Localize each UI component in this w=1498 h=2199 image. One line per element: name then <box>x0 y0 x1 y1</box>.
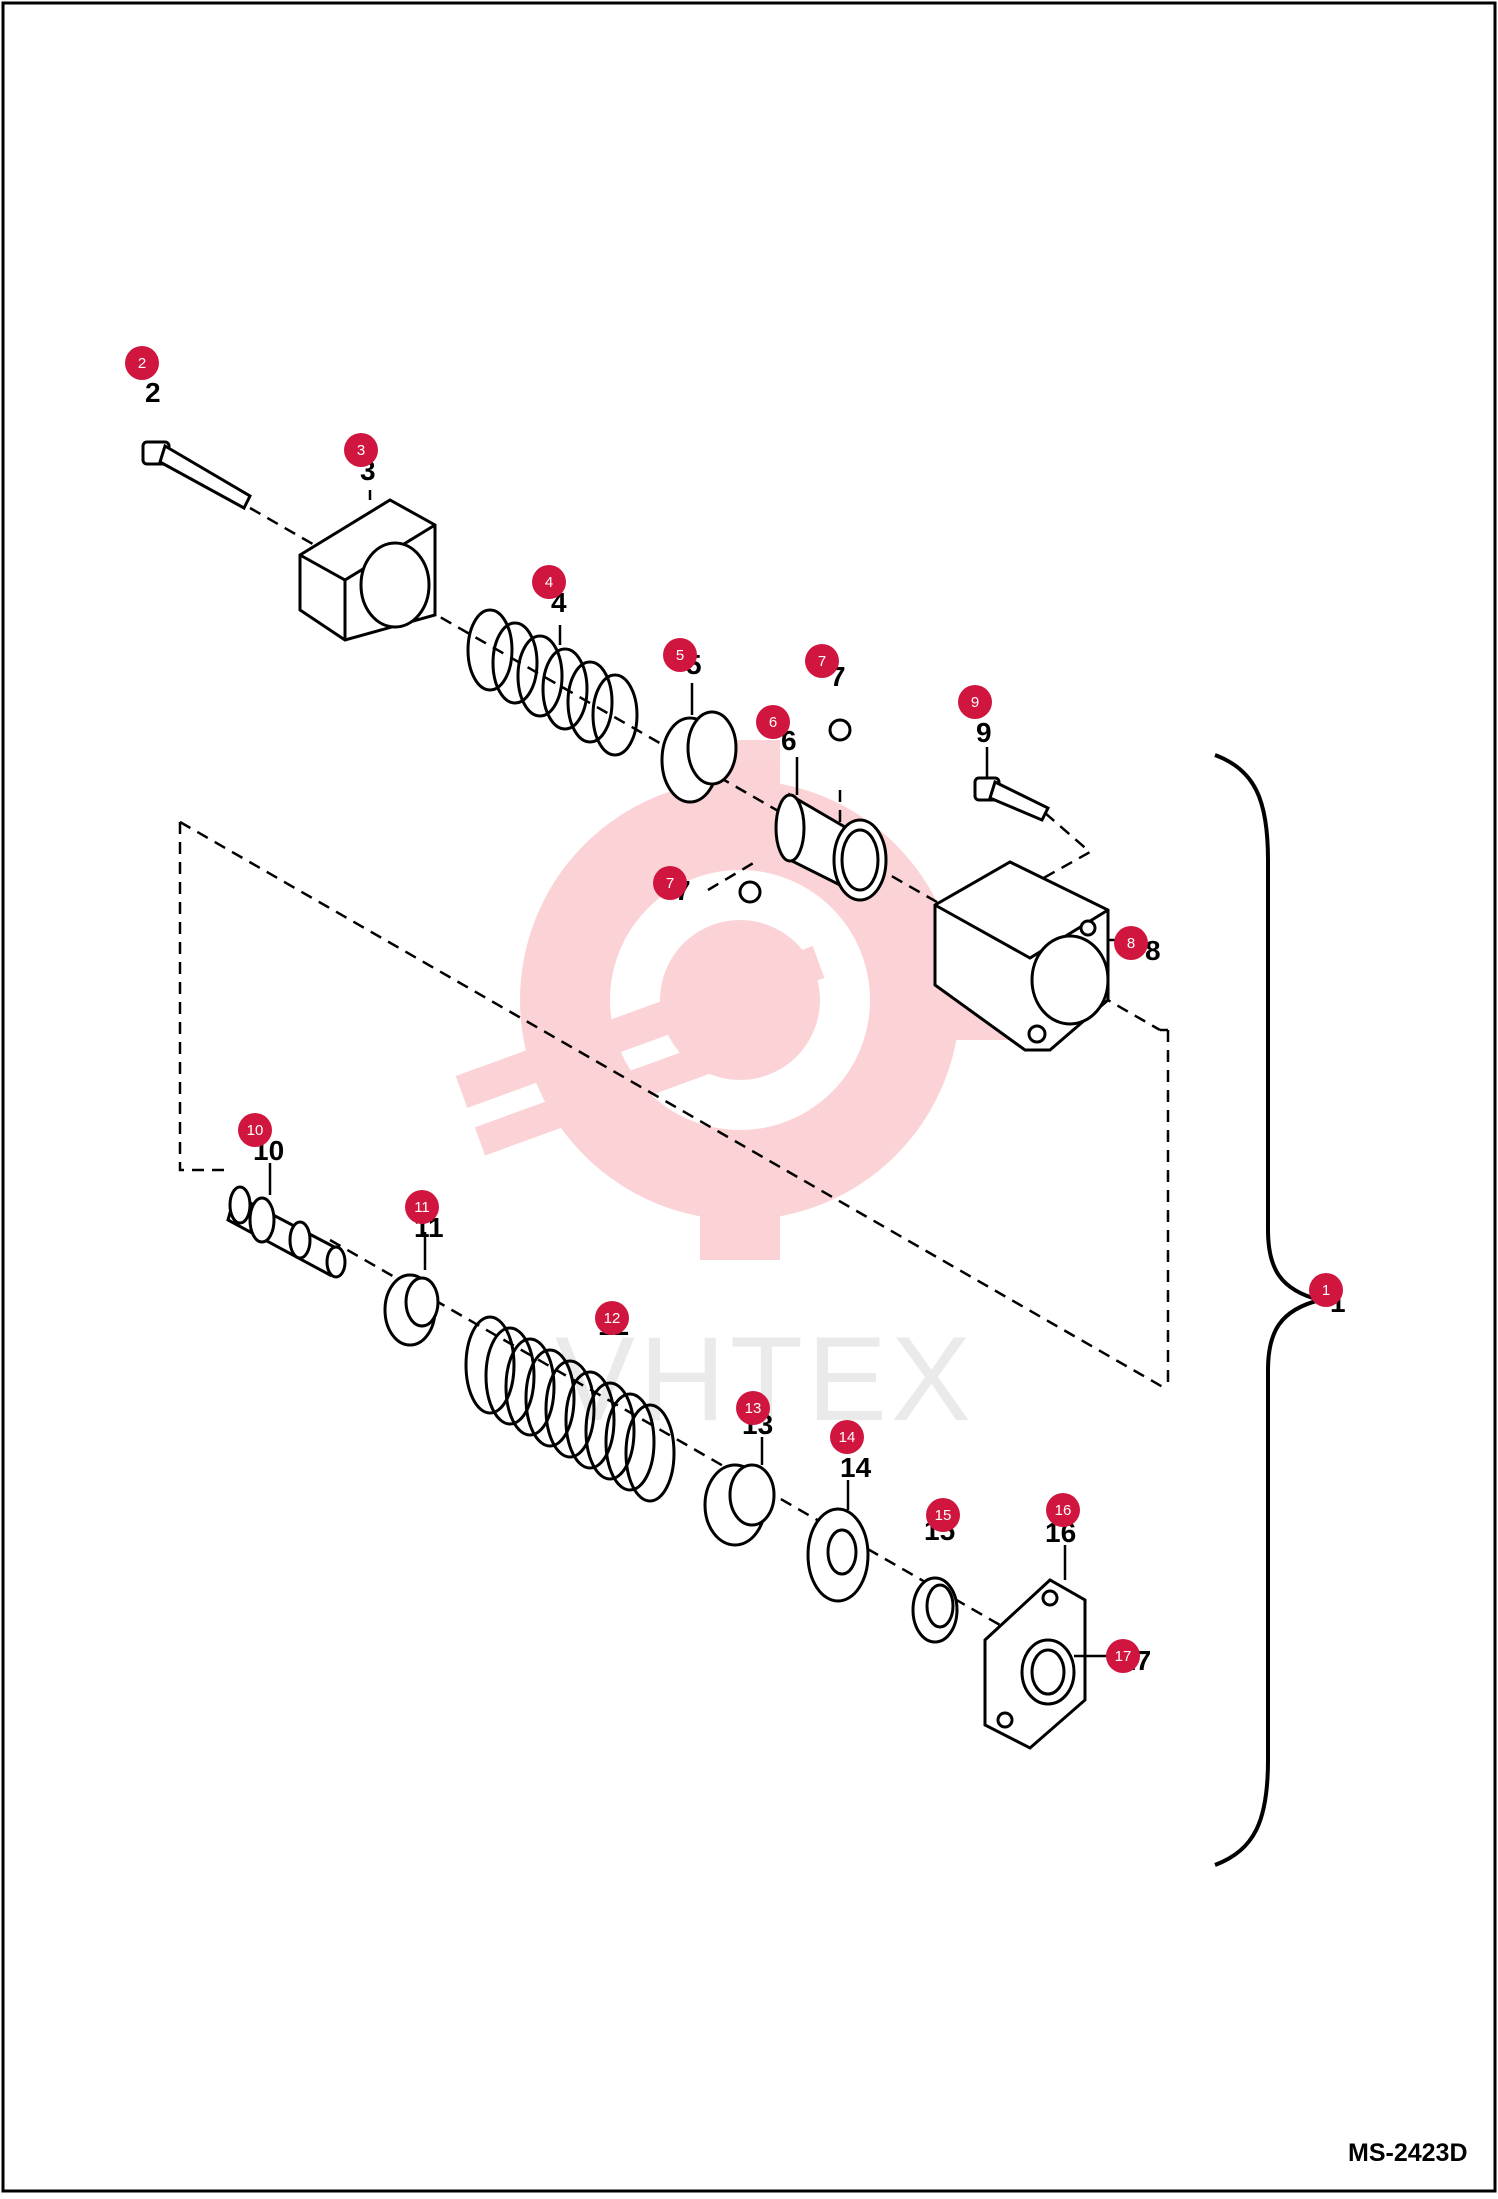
svg-text:11: 11 <box>414 1199 430 1216</box>
svg-text:7: 7 <box>666 875 674 892</box>
watermark <box>455 740 1020 1260</box>
svg-text:1: 1 <box>1322 1282 1330 1299</box>
svg-text:6: 6 <box>769 714 777 731</box>
label-14: 14 <box>840 1452 872 1483</box>
svg-text:2: 2 <box>138 355 146 372</box>
part-cover-8 <box>933 860 1110 1052</box>
callout-badges: 2 3 4 5 6 7 7 8 9 10 11 12 13 14 15 16 1… <box>125 346 1343 1673</box>
badge-4: 4 <box>532 565 566 599</box>
svg-text:16: 16 <box>1055 1502 1072 1519</box>
svg-text:17: 17 <box>1115 1648 1132 1665</box>
label-2: 2 <box>145 377 161 408</box>
badge-7b: 7 <box>653 866 687 900</box>
part-housing-3 <box>298 498 437 642</box>
part-oring-15 <box>911 1576 959 1644</box>
part-ring-5 <box>660 710 738 804</box>
part-bolt-2 <box>141 440 252 511</box>
badge-1: 1 <box>1309 1273 1343 1307</box>
assembly-brace <box>1214 753 1321 1867</box>
badge-2: 2 <box>125 346 159 380</box>
badge-6: 6 <box>756 705 790 739</box>
badge-5: 5 <box>663 638 697 672</box>
part-washer-14 <box>806 1507 870 1603</box>
svg-text:3: 3 <box>357 442 365 459</box>
part-seal-11 <box>383 1273 440 1347</box>
badge-7a: 7 <box>805 644 839 678</box>
svg-text:10: 10 <box>247 1122 264 1139</box>
svg-text:12: 12 <box>604 1310 621 1327</box>
svg-text:14: 14 <box>839 1429 856 1446</box>
part-ball-7-top <box>828 718 852 742</box>
drawing-code: MS-2423D <box>1348 2139 1468 2167</box>
badge-8: 8 <box>1114 926 1148 960</box>
part-retainer-13 <box>703 1463 776 1547</box>
svg-text:8: 8 <box>1127 935 1135 952</box>
badge-10: 10 <box>238 1113 272 1147</box>
svg-text:15: 15 <box>935 1507 952 1524</box>
badge-16: 16 <box>1046 1493 1080 1527</box>
part-ball-7-left <box>738 880 762 904</box>
part-seal-17 <box>1020 1638 1076 1706</box>
badge-17: 17 <box>1106 1639 1140 1673</box>
leader-lines <box>268 490 1128 1658</box>
part-spring-4 <box>466 608 639 757</box>
part-spring-12 <box>464 1315 676 1503</box>
badge-13: 13 <box>736 1391 770 1425</box>
part-bolt-9 <box>973 776 1051 822</box>
part-sleeve-6 <box>774 792 888 902</box>
svg-text:7: 7 <box>818 653 826 670</box>
badge-14: 14 <box>830 1420 864 1454</box>
badge-12: 12 <box>595 1301 629 1335</box>
svg-text:13: 13 <box>745 1400 762 1417</box>
badge-11: 11 <box>405 1190 439 1224</box>
part-spool-10 <box>226 1185 347 1279</box>
label-8: 8 <box>1145 935 1161 966</box>
svg-text:5: 5 <box>676 647 684 664</box>
label-9: 9 <box>976 717 992 748</box>
badge-3: 3 <box>344 433 378 467</box>
badge-9: 9 <box>958 685 992 719</box>
watermark-text: VHTEX <box>555 1312 975 1446</box>
svg-text:4: 4 <box>545 574 553 591</box>
badge-15: 15 <box>926 1498 960 1532</box>
svg-text:9: 9 <box>971 694 979 711</box>
